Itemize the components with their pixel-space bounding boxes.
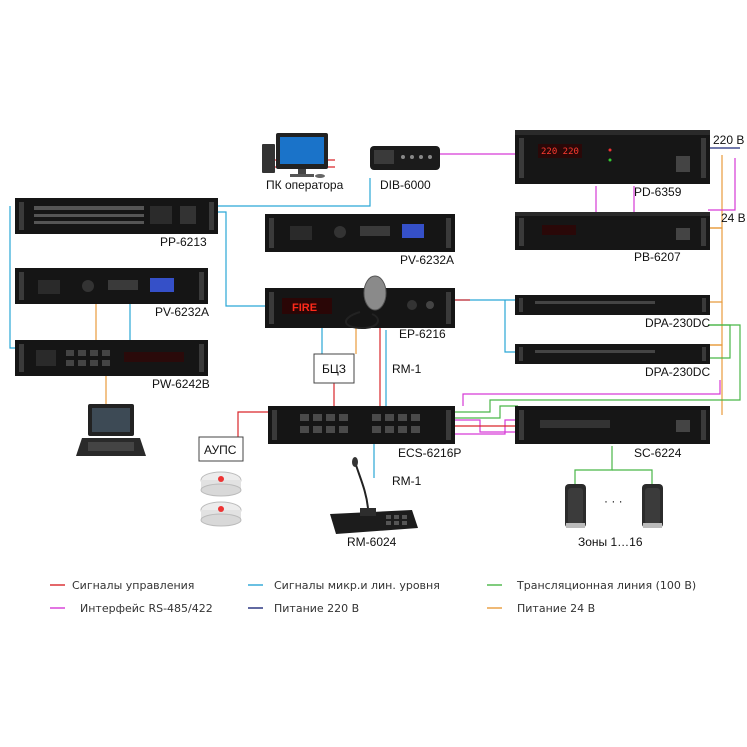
pd-6359-display: 220 220 [541, 147, 579, 157]
rs485-lines [440, 153, 736, 435]
bcz-box [313, 353, 355, 384]
speaker-icon [565, 484, 586, 528]
pc-operator-label: ПК оператора [266, 178, 344, 192]
legend-control: Сигналы управления [72, 579, 194, 592]
smoke-detector-icon [200, 471, 242, 497]
rm-6024-console [330, 457, 418, 534]
pp-6213-label: PP-6213 [160, 235, 207, 249]
ep-6216-display: FIRE [292, 302, 317, 314]
rm1-upper-label: RM-1 [392, 362, 422, 376]
aups-label: АУПС [204, 443, 237, 457]
dpa-230dc-1-label: DPA-230DC [645, 316, 710, 330]
dpa-230dc-2-device [515, 344, 710, 364]
pv-6232a-top-device [265, 214, 455, 252]
pw-6242b-label: PW-6242B [152, 377, 210, 391]
bcz-label: БЦЗ [322, 362, 346, 376]
ecs-6216p-label: ECS-6216P [398, 446, 461, 460]
ecs-6216p-device [268, 406, 455, 444]
rm1-lower-label: RM-1 [392, 474, 422, 488]
zones-dots: · · · [604, 494, 623, 508]
legend: Сигналы управления Сигналы микр.и лин. у… [50, 579, 696, 615]
v220-label: 220 В [713, 133, 744, 147]
dpa-230dc-2-label: DPA-230DC [645, 365, 710, 379]
ep-6216-device: FIRE [265, 288, 455, 328]
pv-6232a-left-label: PV-6232A [155, 305, 209, 319]
pv-6232a-top-label: PV-6232A [400, 253, 454, 267]
pb-6207-label: PB-6207 [634, 250, 681, 264]
fire-microphone-icon [345, 275, 387, 330]
pw-6242b-device [15, 340, 208, 376]
ep-6216-label: EP-6216 [399, 327, 446, 341]
dib-6000-label: DIB-6000 [380, 178, 431, 192]
pd-6359-label: PD-6359 [634, 185, 682, 199]
pd-6359-device: 220 220 [515, 130, 710, 184]
dpa-230dc-1-device [515, 295, 710, 315]
pv-6232a-left-device [15, 268, 208, 304]
legend-line100: Трансляционная линия (100 В) [516, 579, 696, 592]
legend-power24: Питание 24 В [517, 602, 595, 615]
v24-label: 24 В [721, 211, 746, 225]
laptop-icon [76, 404, 146, 456]
dib-6000-device [370, 146, 440, 170]
line-100v-lines [455, 324, 741, 485]
legend-audio: Сигналы микр.и лин. уровня [274, 579, 440, 592]
speaker-icon [642, 484, 663, 528]
legend-power220: Питание 220 В [274, 602, 359, 615]
zones-label: Зоны 1…16 [578, 535, 643, 549]
smoke-detector-icon [200, 501, 242, 527]
sc-6224-device [515, 406, 710, 444]
pb-6207-device [515, 212, 710, 250]
pc-operator [262, 133, 328, 178]
power-24v-lines [95, 155, 723, 415]
sc-6224-label: SC-6224 [634, 446, 682, 460]
legend-rs485: Интерфейс RS-485/422 [80, 602, 213, 615]
aups-box [198, 436, 244, 462]
rm-6024-label: RM-6024 [347, 535, 397, 549]
pp-6213-device [15, 198, 218, 234]
